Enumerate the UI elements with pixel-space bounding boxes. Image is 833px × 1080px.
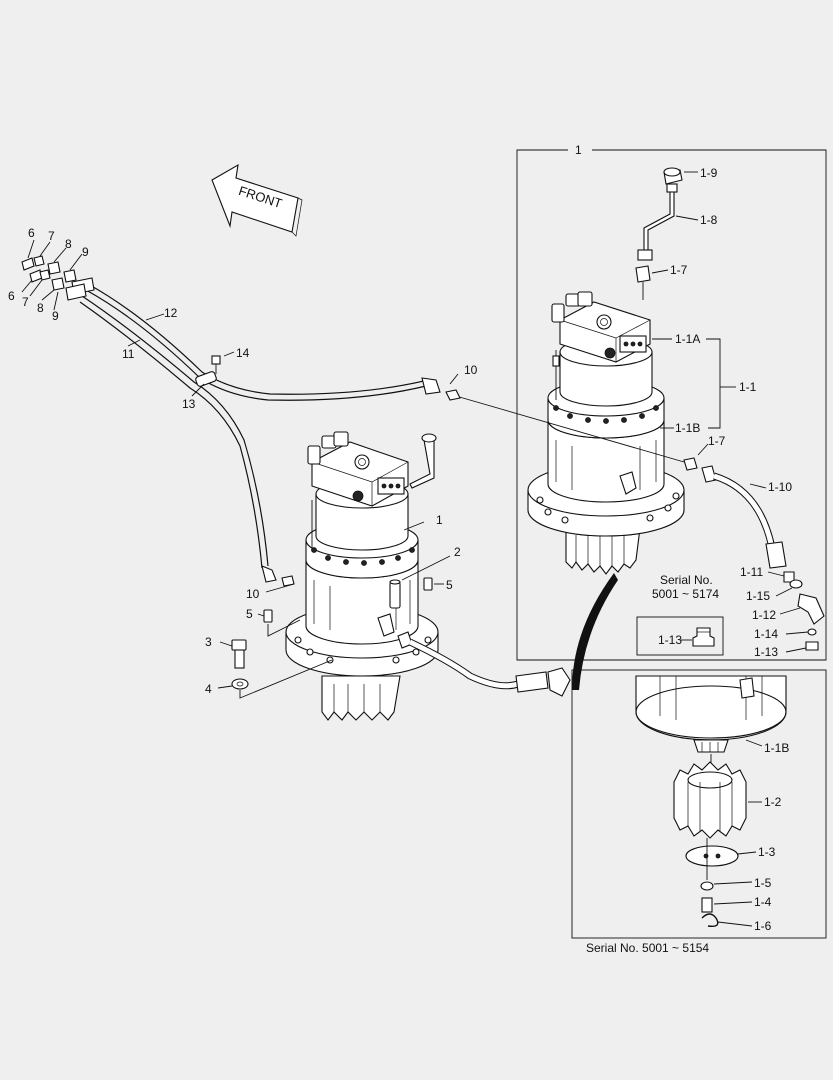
label-10-lower: 10: [246, 587, 260, 601]
front-arrow: FRONT: [211, 163, 303, 237]
label-1-5: 1-5: [754, 876, 772, 890]
label-1-14: 1-14: [754, 627, 778, 641]
detail-callout-arrow: [572, 573, 618, 690]
label-1-3: 1-3: [758, 845, 776, 859]
label-6-bottom: 6: [8, 289, 15, 303]
hose-left-lower: [397, 631, 571, 697]
label-5-left: 5: [246, 607, 253, 621]
label-1-1A: 1-1A: [675, 332, 700, 346]
label-1-1B: 1-1B: [675, 421, 700, 435]
label-13: 13: [182, 397, 196, 411]
label-8-top: 8: [65, 237, 72, 251]
label-1-7-top: 1-7: [670, 263, 688, 277]
label-3: 3: [205, 635, 212, 649]
label-1-2: 1-2: [764, 795, 782, 809]
label-1-1B-lower: 1-1B: [764, 741, 789, 755]
pin-5-left: [263, 609, 273, 623]
label-1-13-inset: 1-13: [658, 633, 682, 647]
hoses-11-12: [79, 283, 441, 583]
label-1-8: 1-8: [700, 213, 718, 227]
serial-inset-line1: Serial No.: [660, 573, 713, 587]
hose-1-10: [683, 457, 825, 651]
gear-detail-box: [571, 669, 827, 939]
label-11: 11: [122, 347, 135, 361]
label-1-7-lower: 1-7: [708, 434, 726, 448]
label-1-11: 1-11: [740, 565, 763, 579]
label-2: 2: [454, 545, 461, 559]
serial-inset: 1-13: [636, 616, 724, 656]
label-1-15: 1-15: [746, 589, 770, 603]
breather-assembly: [635, 167, 683, 300]
label-9-bottom: 9: [52, 309, 59, 323]
label-1-13: 1-13: [754, 645, 778, 659]
label-box-1: 1: [575, 143, 582, 157]
label-14: 14: [236, 346, 250, 360]
serial-bottom: Serial No. 5001 ~ 5154: [586, 941, 709, 955]
pin-5-right: [423, 577, 433, 591]
label-1-9: 1-9: [700, 166, 718, 180]
fitting-10-upper: [445, 389, 461, 401]
label-8-bottom: 8: [37, 301, 44, 315]
label-1: 1: [436, 513, 443, 527]
swing-motor-right: [527, 291, 685, 575]
label-12: 12: [164, 306, 178, 320]
label-7-top: 7: [48, 229, 55, 243]
label-7-bottom: 7: [22, 295, 29, 309]
bolt-14: [211, 355, 221, 374]
washer-4: [231, 678, 249, 690]
subassembly-bracket: [652, 338, 736, 429]
fittings-6-9: [21, 255, 95, 301]
label-1-1: 1-1: [739, 380, 757, 394]
swing-motor-left: [285, 431, 439, 721]
label-1-4: 1-4: [754, 895, 772, 909]
label-10-upper: 10: [464, 363, 478, 377]
label-1-10: 1-10: [768, 480, 792, 494]
serial-inset-line2: 5001 ~ 5174: [652, 587, 719, 601]
label-4: 4: [205, 682, 212, 696]
label-6-top: 6: [28, 226, 35, 240]
assembly-box: 1: [516, 143, 827, 661]
label-1-6: 1-6: [754, 919, 772, 933]
label-9-top: 9: [82, 245, 89, 259]
label-1-12: 1-12: [752, 608, 776, 622]
bolt-3: [231, 639, 247, 669]
gear-detail: [635, 675, 787, 928]
label-5-right: 5: [446, 578, 453, 592]
